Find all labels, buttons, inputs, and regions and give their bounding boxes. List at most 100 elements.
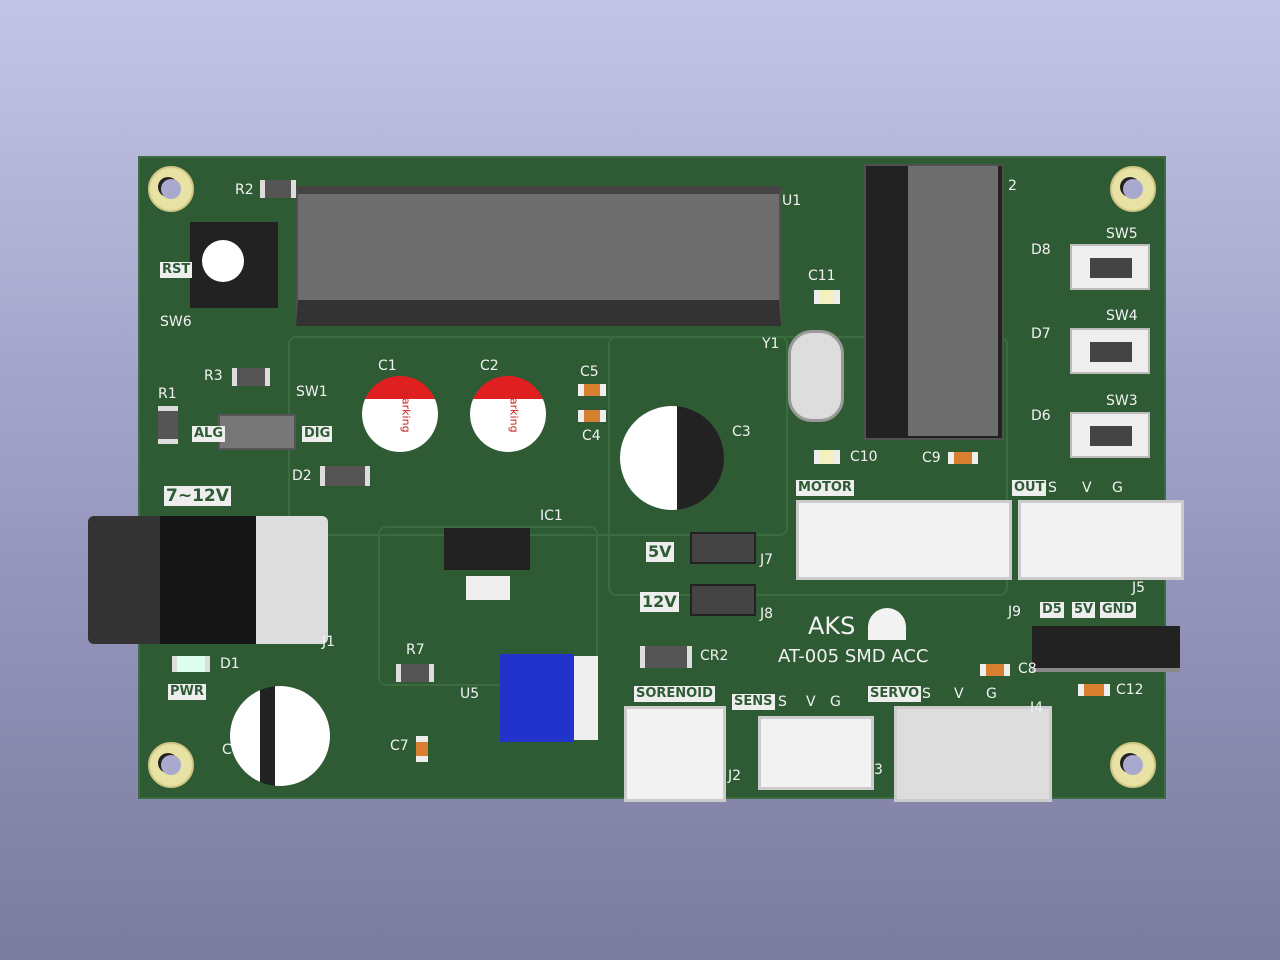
c10-label: C10 xyxy=(850,449,878,465)
j7-jumper[interactable] xyxy=(690,532,756,564)
ic1-regulator xyxy=(444,528,530,570)
u2-label: 2 xyxy=(1008,178,1017,194)
c4 xyxy=(578,410,606,422)
pcb-board: U1 R2 RST SW6 2 SW5 SW4 SW3 D8 D7 D6 Y1 … xyxy=(88,156,1184,802)
servo-g-label: G xyxy=(986,686,997,702)
servo-s-label: S xyxy=(922,686,931,702)
j8-jumper[interactable] xyxy=(690,584,756,616)
r3 xyxy=(232,368,270,386)
sens-s-label: S xyxy=(778,694,787,710)
out-g-label: G xyxy=(1112,480,1123,496)
sens-g-label: G xyxy=(830,694,841,710)
r7 xyxy=(396,664,434,682)
c4-label: C4 xyxy=(582,428,601,444)
sorenoid-label: SORENOID xyxy=(634,686,715,702)
dig-label: DIG xyxy=(302,426,333,442)
r3-label: R3 xyxy=(204,368,223,384)
mounting-hole xyxy=(1110,166,1156,212)
j5-label: J5 xyxy=(1132,580,1146,596)
servo-label: SERVO xyxy=(868,686,922,702)
j4-connector[interactable] xyxy=(894,706,1052,802)
sw6-label: SW6 xyxy=(160,314,192,330)
d2 xyxy=(320,466,370,486)
c5 xyxy=(578,384,606,396)
y1-crystal xyxy=(788,330,844,422)
c12 xyxy=(1078,684,1110,696)
c8-label: C8 xyxy=(1018,661,1037,677)
j9-label: J9 xyxy=(1008,604,1022,620)
c6-label: C xyxy=(222,742,232,758)
motor-label: MOTOR xyxy=(796,480,854,496)
c9 xyxy=(948,452,978,464)
u5-regulator xyxy=(500,654,574,742)
j7-label: J7 xyxy=(760,552,774,568)
sw5-label: SW5 xyxy=(1106,226,1138,242)
r1 xyxy=(158,406,178,444)
r2 xyxy=(260,180,296,198)
12v-label: 12V xyxy=(640,592,679,612)
c6-capacitor xyxy=(230,686,330,786)
r1-label: R1 xyxy=(158,386,177,402)
d6-label: D6 xyxy=(1031,408,1051,424)
j2-connector[interactable] xyxy=(624,706,726,802)
c2-capacitor: Marking xyxy=(470,376,546,452)
pwr-label: PWR xyxy=(168,684,206,700)
j3-label: 3 xyxy=(874,762,883,778)
j2-label: J2 xyxy=(728,768,742,784)
j9-header[interactable] xyxy=(1032,626,1180,672)
r2-label: R2 xyxy=(235,182,254,198)
cr2 xyxy=(640,646,692,668)
d5-label: D5 xyxy=(1040,602,1064,618)
mounting-hole xyxy=(148,742,194,788)
ic1-label: IC1 xyxy=(540,508,563,524)
alg-label: ALG xyxy=(192,426,226,442)
c5-label: C5 xyxy=(580,364,599,380)
c9-label: C9 xyxy=(922,450,941,466)
j3-connector[interactable] xyxy=(758,716,874,790)
sw3-button[interactable] xyxy=(1070,412,1150,458)
c10 xyxy=(814,450,840,464)
mounting-hole xyxy=(148,166,194,212)
j8-label: J8 xyxy=(760,606,774,622)
motor-connector[interactable] xyxy=(796,500,1012,580)
c3-label: C3 xyxy=(732,424,751,440)
out-v-label: V xyxy=(1082,480,1092,496)
sw1-label: SW1 xyxy=(296,384,328,400)
d7-label: D7 xyxy=(1031,326,1051,342)
servo-v-label: V xyxy=(954,686,964,702)
d2-label: D2 xyxy=(292,468,312,484)
aks-logo: AKS xyxy=(808,612,856,640)
sw5-button[interactable] xyxy=(1070,244,1150,290)
y1-label: Y1 xyxy=(762,336,780,352)
d1-label: D1 xyxy=(220,656,240,672)
c7 xyxy=(416,736,428,762)
u1-label: U1 xyxy=(782,193,802,209)
c7-label: C7 xyxy=(390,738,409,754)
5v-label: 5V xyxy=(646,542,674,562)
c3-capacitor xyxy=(620,406,724,510)
sw4-button[interactable] xyxy=(1070,328,1150,374)
sw4-label: SW4 xyxy=(1106,308,1138,324)
j9-5v-label: 5V xyxy=(1072,602,1096,618)
mounting-hole xyxy=(1110,742,1156,788)
out-label: OUT xyxy=(1012,480,1047,496)
j5-connector[interactable] xyxy=(1018,500,1184,580)
r7-label: R7 xyxy=(406,642,425,658)
sens-label: SENS xyxy=(732,694,775,710)
vin-label: 7~12V xyxy=(164,486,231,506)
j1-dc-jack xyxy=(88,516,328,644)
rst-label: RST xyxy=(160,262,193,278)
j4-label: I4 xyxy=(1030,700,1044,716)
j1-label: J1 xyxy=(322,634,336,650)
c12-label: C12 xyxy=(1116,682,1144,698)
c1-capacitor: Marking xyxy=(362,376,438,452)
reset-button[interactable] xyxy=(190,222,278,308)
d1-led xyxy=(172,656,210,672)
d8-label: D8 xyxy=(1031,242,1051,258)
u2-chip xyxy=(864,164,1004,440)
out-s-label: S xyxy=(1048,480,1057,496)
sw1-slide-switch[interactable] xyxy=(218,414,296,450)
c1-label: C1 xyxy=(378,358,397,374)
sw3-label: SW3 xyxy=(1106,393,1138,409)
u1-chip xyxy=(296,186,781,326)
